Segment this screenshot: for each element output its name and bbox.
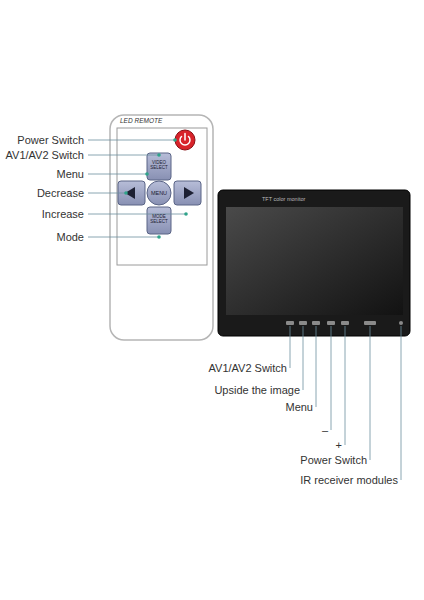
remote-panel bbox=[117, 128, 207, 265]
leader-lines bbox=[88, 138, 188, 239]
callout-label: + bbox=[336, 439, 342, 451]
down-button bbox=[147, 207, 171, 234]
callout-label: – bbox=[322, 424, 328, 436]
button-text: MODE SELECT bbox=[148, 215, 170, 225]
monitor-title: TFT color monitor bbox=[262, 196, 305, 202]
monitor-buttons bbox=[286, 321, 403, 325]
power-icon bbox=[180, 134, 190, 146]
callout-label: AV1/AV2 Switch bbox=[6, 149, 84, 161]
callout-label: Power Switch bbox=[17, 134, 84, 146]
monitor-housing bbox=[218, 190, 410, 336]
button-text: MENU bbox=[151, 190, 167, 196]
callout-label: Decrease bbox=[37, 187, 84, 199]
callout-label: Upside the image bbox=[214, 384, 300, 396]
button-text: VIDEO SELECT bbox=[148, 161, 170, 171]
right-arrow-icon bbox=[184, 187, 194, 199]
callout-label: Power Switch bbox=[300, 454, 367, 466]
remote-body bbox=[110, 115, 213, 340]
left-arrow-icon bbox=[125, 187, 135, 199]
remote-title: LED REMOTE bbox=[120, 117, 162, 124]
power-button bbox=[175, 130, 195, 150]
callout-label: Menu bbox=[285, 401, 313, 413]
monitor-screen bbox=[226, 207, 403, 315]
up-button bbox=[147, 153, 171, 180]
callout-label: Mode bbox=[56, 231, 84, 243]
right-button bbox=[174, 181, 201, 205]
callout-label: Increase bbox=[42, 208, 84, 220]
callout-label: IR receiver modules bbox=[300, 474, 398, 486]
callout-label: Menu bbox=[56, 168, 84, 180]
menu-button bbox=[147, 181, 171, 205]
callout-label: AV1/AV2 Switch bbox=[209, 362, 287, 374]
